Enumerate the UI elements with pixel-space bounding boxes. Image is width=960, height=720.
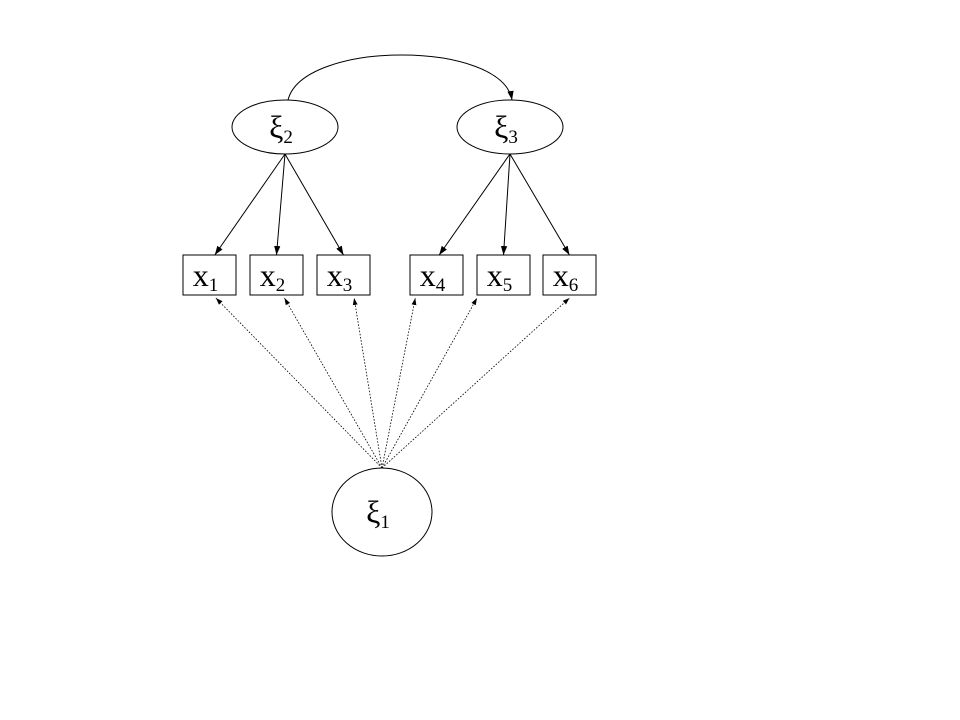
indicator-box-x2 [249, 254, 304, 296]
indicator-box-x6 [542, 254, 597, 296]
node-xi3: ξ3 [456, 99, 564, 155]
node-x4: x4 [409, 254, 464, 296]
node-label-x4: x4 [420, 257, 446, 296]
path-xi1-x4 [381, 297, 417, 469]
node-label-xi1: ξ1 [366, 494, 390, 533]
node-subscript: 3 [343, 275, 353, 296]
node-symbol: x [193, 257, 209, 293]
node-symbol: x [420, 257, 436, 293]
latent-ellipse-xi2 [231, 99, 339, 155]
path-xi2-x3 [284, 153, 344, 256]
path-xi1-x3 [352, 297, 383, 469]
path-xi1-x6 [381, 297, 570, 469]
latent-ellipse-xi3 [456, 99, 564, 155]
node-label-x5: x5 [487, 257, 513, 296]
path-xi3-x5 [500, 153, 511, 256]
node-symbol: x [487, 257, 503, 293]
node-x6: x6 [542, 254, 597, 296]
path-xi3-x4 [438, 153, 511, 256]
edges-layer [214, 54, 570, 469]
node-subscript: 1 [380, 512, 390, 533]
node-symbol: x [260, 257, 276, 293]
node-subscript: 1 [209, 275, 219, 296]
indicator-box-x3 [316, 254, 371, 296]
node-subscript: 2 [283, 127, 293, 148]
node-label-x3: x3 [327, 257, 353, 296]
node-x3: x3 [316, 254, 371, 296]
covariance-xi2-xi3 [287, 54, 514, 101]
node-subscript: 2 [276, 275, 286, 296]
indicator-box-x1 [182, 254, 237, 296]
node-symbol: x [553, 257, 569, 293]
node-label-xi3: ξ3 [494, 109, 518, 148]
node-x2: x2 [249, 254, 304, 296]
path-xi3-x6 [509, 153, 570, 256]
node-xi1: ξ1 [331, 467, 433, 557]
path-xi1-x2 [284, 297, 383, 469]
node-subscript: 6 [569, 275, 579, 296]
latent-ellipse-xi1 [331, 467, 433, 557]
node-x1: x1 [182, 254, 237, 296]
indicator-box-x4 [409, 254, 464, 296]
node-subscript: 5 [503, 275, 513, 296]
path-xi2-x2 [274, 153, 286, 256]
node-label-x2: x2 [260, 257, 286, 296]
node-subscript: 4 [436, 275, 446, 296]
node-symbol: x [327, 257, 343, 293]
path-xi1-x5 [381, 297, 478, 469]
node-xi2: ξ2 [231, 99, 339, 155]
node-subscript: 3 [508, 127, 518, 148]
node-symbol: ξ [494, 109, 508, 145]
node-x5: x5 [476, 254, 531, 296]
node-label-xi2: ξ2 [269, 109, 293, 148]
node-label-x6: x6 [553, 257, 579, 296]
node-symbol: ξ [366, 494, 380, 530]
indicator-box-x5 [476, 254, 531, 296]
node-symbol: ξ [269, 109, 283, 145]
path-xi2-x1 [214, 153, 286, 256]
path-xi1-x1 [215, 297, 383, 469]
node-label-x1: x1 [193, 257, 219, 296]
